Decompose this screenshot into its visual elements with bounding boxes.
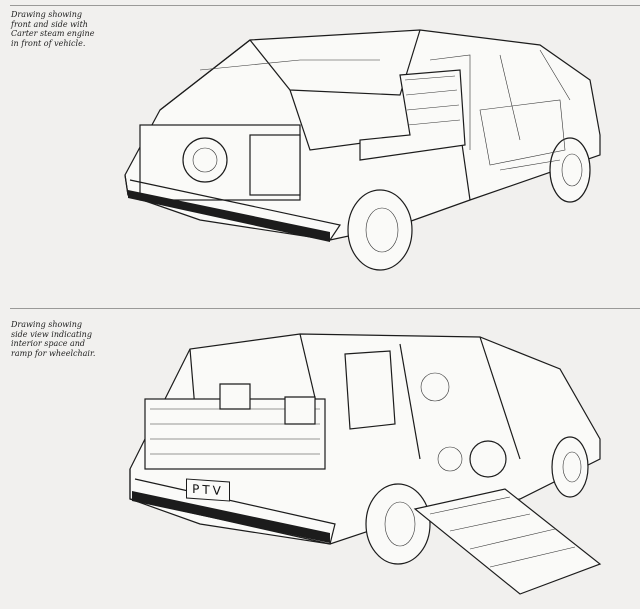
license-plate: PTV — [186, 478, 230, 502]
caption-top: Drawing showing front and side with Cart… — [11, 10, 95, 48]
caption-bottom: Drawing showing side view indicating int… — [11, 320, 96, 358]
van-engine-illustration — [124, 29, 601, 271]
top-rule — [10, 5, 640, 6]
van-wheelchair-illustration — [129, 333, 602, 595]
middle-rule — [10, 308, 640, 309]
